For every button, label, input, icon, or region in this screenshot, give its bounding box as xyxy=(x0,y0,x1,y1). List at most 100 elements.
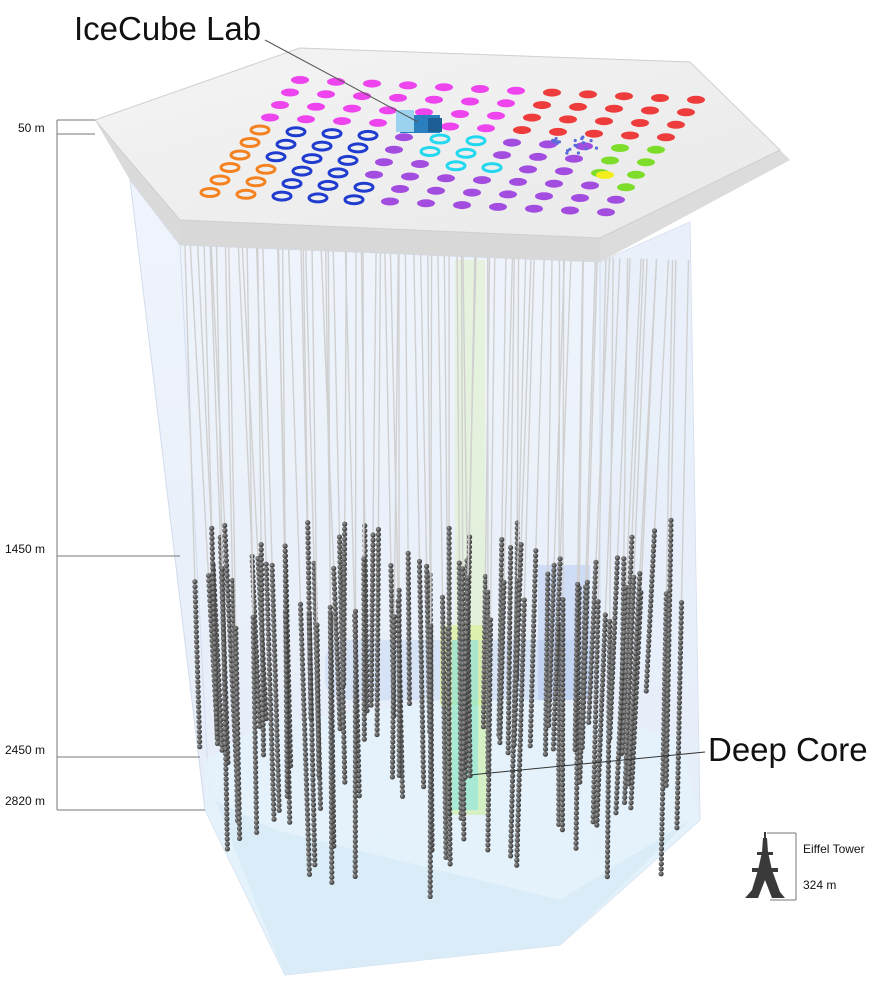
dom-sensor xyxy=(374,706,380,713)
dom-sensor xyxy=(304,796,310,802)
dom-sensor xyxy=(668,537,674,543)
dom-sensor xyxy=(605,793,611,800)
dom-sensor xyxy=(520,637,526,643)
string-cable xyxy=(224,246,234,581)
dom-sensor xyxy=(461,740,467,746)
dom-sensor xyxy=(306,600,312,606)
dom-sensor xyxy=(626,694,632,701)
dom-sensor xyxy=(595,782,602,788)
dom-sensor xyxy=(193,624,199,630)
dom-sensor xyxy=(529,668,536,674)
dom-sensor xyxy=(515,622,521,628)
dom-sensor xyxy=(269,751,275,757)
dom-sensor xyxy=(352,643,359,650)
dom-sensor xyxy=(212,645,218,652)
dom-sensor xyxy=(676,720,682,726)
dom-sensor xyxy=(572,711,579,718)
station-marker xyxy=(585,129,603,138)
dom-sensor xyxy=(507,580,513,586)
dom-sensor xyxy=(328,649,334,655)
dom-sensor xyxy=(460,755,466,761)
dom-sensor xyxy=(628,736,634,742)
dom-sensor xyxy=(574,636,580,643)
dom-sensor xyxy=(272,677,278,683)
dom-sensor xyxy=(621,556,627,562)
dom-sensor xyxy=(213,685,219,692)
dom-sensor xyxy=(212,640,218,647)
dom-sensor xyxy=(463,635,469,641)
dom-sensor xyxy=(252,734,258,740)
dom-sensor xyxy=(315,702,321,708)
dom-sensor xyxy=(284,788,290,794)
dom-sensor xyxy=(550,602,556,608)
dom-sensor xyxy=(222,701,228,707)
infill-marker xyxy=(555,141,559,145)
dom-sensor xyxy=(607,638,613,645)
dom-sensor xyxy=(621,640,627,646)
dom-sensor xyxy=(331,585,338,592)
dom-sensor xyxy=(252,714,258,720)
dom-sensor xyxy=(442,819,449,825)
dom-sensor xyxy=(604,863,611,870)
dom-sensor xyxy=(305,560,311,566)
dom-sensor xyxy=(487,637,493,643)
dom-sensor xyxy=(677,685,683,691)
dom-sensor xyxy=(446,525,452,531)
dom-sensor xyxy=(460,596,466,602)
dom-sensor xyxy=(428,678,434,685)
dom-sensor xyxy=(519,677,525,683)
dom-sensor xyxy=(575,581,581,588)
dom-sensor xyxy=(592,579,598,585)
dom-sensor xyxy=(418,663,424,670)
depth-scale xyxy=(56,119,205,811)
dom-sensor xyxy=(218,722,224,728)
dom-sensor xyxy=(665,692,671,698)
dom-sensor xyxy=(282,573,288,579)
dom-sensor xyxy=(532,558,539,564)
dom-sensor xyxy=(617,710,624,716)
dom-sensor xyxy=(369,602,375,608)
dom-sensor xyxy=(388,568,394,574)
dom-sensor xyxy=(283,653,289,659)
dom-sensor xyxy=(305,816,311,822)
dom-sensor xyxy=(195,684,201,690)
dom-sensor xyxy=(427,798,433,805)
dom-sensor xyxy=(193,634,200,640)
station-marker xyxy=(463,188,481,197)
dom-sensor xyxy=(276,792,282,798)
dom-sensor xyxy=(615,765,621,771)
dom-sensor xyxy=(486,712,492,718)
station-marker xyxy=(333,117,351,126)
dom-sensor xyxy=(446,530,452,536)
dom-sensor xyxy=(592,729,598,735)
dom-sensor xyxy=(544,646,550,652)
dom-sensor xyxy=(342,521,348,527)
dom-sensor xyxy=(309,722,315,728)
dom-sensor xyxy=(283,698,289,704)
dom-sensor xyxy=(629,711,636,717)
dom-sensor xyxy=(301,721,308,727)
dom-sensor xyxy=(644,678,650,684)
dom-sensor xyxy=(621,635,627,641)
dom-sensor xyxy=(396,642,402,648)
dom-sensor xyxy=(337,574,343,580)
dom-sensor xyxy=(341,621,347,627)
dom-sensor xyxy=(427,848,433,855)
dom-sensor xyxy=(267,671,273,677)
dom-sensor xyxy=(636,591,642,597)
dom-sensor xyxy=(251,699,258,705)
dom-sensor xyxy=(647,613,653,619)
dom-sensor xyxy=(282,568,288,574)
dom-sensor xyxy=(368,672,375,678)
dom-sensor xyxy=(361,651,367,657)
dom-sensor xyxy=(528,718,534,724)
dom-sensor xyxy=(572,721,579,728)
dom-sensor xyxy=(214,715,220,722)
dom-sensor xyxy=(340,689,346,695)
dom-sensor xyxy=(678,615,684,621)
dom-sensor xyxy=(513,677,520,683)
dom-sensor xyxy=(317,800,323,806)
dom-sensor xyxy=(336,700,342,707)
dom-sensor xyxy=(678,640,684,646)
dom-sensor xyxy=(375,541,381,548)
